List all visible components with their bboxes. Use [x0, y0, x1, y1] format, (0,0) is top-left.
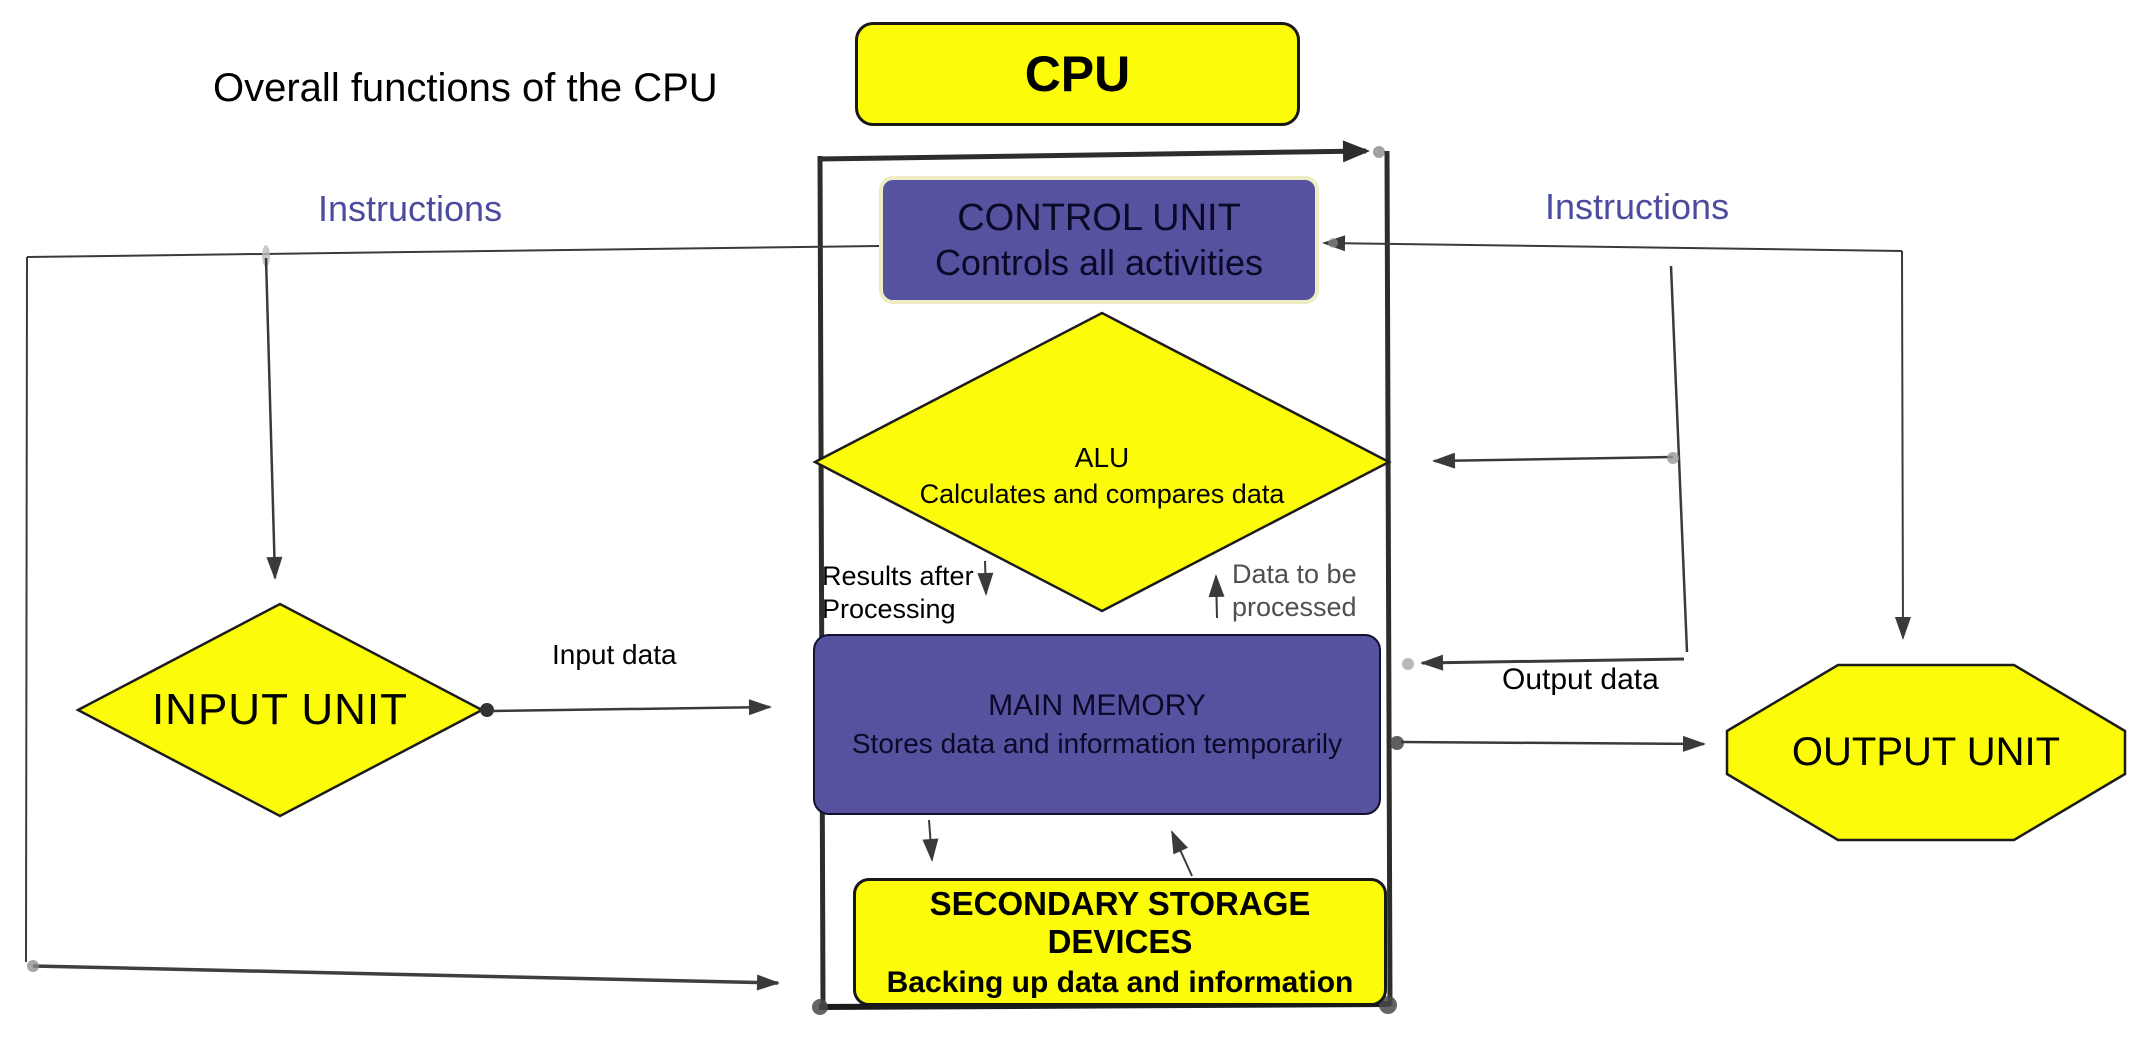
cpu-box: CPU	[855, 22, 1300, 126]
output-unit-octagon	[1725, 663, 2127, 842]
main-memory-box: MAIN MEMORY Stores data and information …	[813, 634, 1381, 815]
output-unit-label: OUTPUT UNIT	[1727, 665, 2125, 840]
instructions-left-label: Instructions	[318, 188, 503, 229]
corner-smudge	[1373, 146, 1385, 158]
junction-smudge	[262, 245, 270, 267]
junction-blob	[1390, 736, 1404, 750]
alu-diamond	[812, 311, 1392, 613]
output-data-connector	[1390, 735, 1706, 752]
corner-blob	[812, 999, 828, 1015]
alu-title: ALU	[1074, 442, 1130, 473]
junction-smudge	[1667, 452, 1679, 464]
data-to-be-line1: Data to be	[1232, 559, 1357, 589]
instructions-left-connector	[25, 245, 880, 991]
results-after-processing-label: Results after Processing	[822, 560, 974, 626]
instructions-right-label: Instructions	[1545, 186, 1730, 227]
corner-blob	[27, 960, 39, 972]
junction-smudge	[1402, 658, 1414, 670]
data-to-be-processed-label: Data to be processed	[1232, 558, 1357, 624]
data-to-be-line2: processed	[1232, 592, 1357, 622]
control-unit-title: CONTROL UNIT	[957, 196, 1241, 239]
secondary-storage-box: SECONDARY STORAGE DEVICES Backing up dat…	[853, 878, 1387, 1006]
results-after-line1: Results after	[822, 561, 974, 591]
alu-subtitle: Calculates and compares data	[919, 479, 1285, 509]
alu-label: ALU Calculates and compares data	[815, 434, 1389, 518]
junction-blob	[480, 703, 494, 717]
instructions-right-connector	[1322, 235, 1911, 640]
page-title: Overall functions of the CPU	[213, 66, 718, 110]
secondary-storage-subtitle: Backing up data and information	[886, 965, 1354, 999]
feedback-connector	[1402, 265, 1689, 671]
corner-blob	[1379, 996, 1397, 1014]
results-after-line2: Processing	[822, 594, 956, 624]
input-data-connector	[480, 699, 772, 717]
arrow-storage-to-memory	[1171, 830, 1193, 877]
control-unit-box: CONTROL UNIT Controls all activities	[879, 176, 1319, 304]
arrow-instructions-to-input-unit	[264, 257, 283, 580]
output-unit-text: OUTPUT UNIT	[1791, 730, 2061, 774]
input-unit-text: INPUT UNIT	[151, 685, 409, 734]
secondary-storage-title: SECONDARY STORAGE DEVICES	[929, 884, 1311, 960]
junction-smudge	[1328, 238, 1338, 248]
arrow-memory-to-storage	[922, 819, 939, 862]
arrow-data-to-alu	[1208, 574, 1225, 619]
main-memory-title: MAIN MEMORY	[988, 689, 1206, 722]
input-unit-label: INPUT UNIT	[78, 604, 482, 816]
cpu-box-label: CPU	[1024, 46, 1131, 102]
main-memory-subtitle: Stores data and information temporarily	[851, 728, 1343, 759]
input-data-label: Input data	[552, 639, 677, 670]
output-data-label: Output data	[1502, 663, 1659, 696]
arrow-results-to-memory	[977, 560, 994, 596]
control-unit-subtitle: Controls all activities	[934, 241, 1264, 283]
